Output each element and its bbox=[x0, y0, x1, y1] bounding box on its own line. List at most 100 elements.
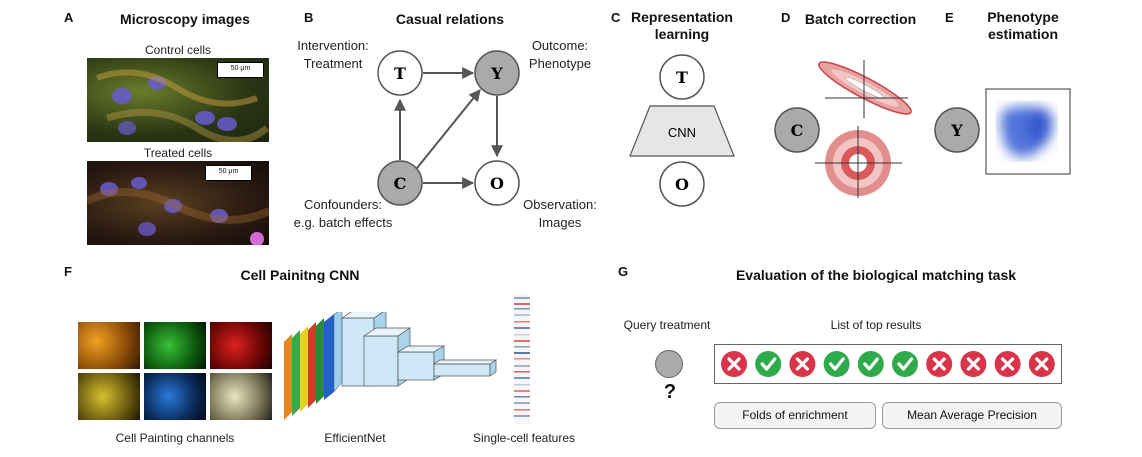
node-o-c bbox=[659, 161, 705, 207]
panel-e-title: Phenotype estimation bbox=[968, 9, 1078, 43]
cnn-block-3 bbox=[397, 351, 435, 381]
node-c-d-label: C bbox=[791, 121, 804, 140]
cell-painting-channels bbox=[78, 322, 272, 420]
panel-g-title: Evaluation of the biological matching ta… bbox=[735, 267, 1017, 283]
node-o-label: O bbox=[490, 174, 504, 193]
confounders-line-1: Confounders: bbox=[303, 197, 383, 212]
intervention-line-1: Intervention: bbox=[297, 38, 369, 53]
mean-average-precision-box: Mean Average Precision bbox=[882, 402, 1062, 429]
outcome-label: Outcome: Phenotype bbox=[510, 37, 610, 73]
panel-g-letter: G bbox=[618, 264, 629, 279]
panel-c-title-line-1: Representation bbox=[631, 9, 733, 25]
skewed-distribution bbox=[818, 61, 912, 115]
channel-red bbox=[210, 322, 272, 369]
channel-composite bbox=[210, 373, 272, 420]
panel-b-letter: B bbox=[304, 10, 314, 25]
channel-blue bbox=[144, 373, 206, 420]
folds-of-enrichment-box: Folds of enrichment bbox=[714, 402, 876, 429]
panel-c-title: Representation learning bbox=[622, 9, 742, 43]
batch-correction-diagram: C bbox=[774, 60, 912, 198]
cnn-block-1-side bbox=[333, 312, 343, 393]
mismatch-icon bbox=[721, 351, 747, 377]
results-icons bbox=[721, 351, 1055, 377]
control-cells-label: Control cells bbox=[144, 43, 212, 57]
cnn-block-2 bbox=[363, 335, 399, 387]
layer-orange bbox=[284, 334, 292, 420]
control-cells-image: 50 μm bbox=[87, 58, 269, 142]
scale-bar-control: 50 μm bbox=[217, 62, 264, 78]
node-t bbox=[377, 50, 423, 96]
phenotype-diagram: Y bbox=[934, 88, 1071, 175]
node-o bbox=[474, 160, 520, 206]
panel-e-title-line-2: estimation bbox=[987, 26, 1058, 42]
scale-bar-label: 50 μm bbox=[230, 65, 251, 72]
mismatch-icon bbox=[994, 351, 1021, 377]
intervention-line-2: Treatment bbox=[303, 56, 363, 71]
scale-bar-treated: 50 μm bbox=[205, 165, 252, 181]
mismatch-icon bbox=[1028, 351, 1055, 377]
channel-green bbox=[144, 322, 206, 369]
mismatch-icon bbox=[926, 351, 953, 377]
panel-e-title-line-1: Phenotype bbox=[987, 9, 1059, 25]
panel-c-letter: C bbox=[611, 10, 621, 25]
node-t-label: T bbox=[394, 64, 406, 83]
match-icon bbox=[857, 351, 884, 377]
panel-a-letter: A bbox=[64, 10, 74, 25]
outcome-line-1: Outcome: bbox=[531, 38, 589, 53]
top-results-label: List of top results bbox=[830, 318, 922, 332]
observation-line-1: Observation: bbox=[523, 197, 597, 212]
layer-yellow bbox=[300, 326, 308, 412]
match-icon bbox=[755, 351, 782, 377]
efficientnet-diagram bbox=[284, 312, 498, 420]
cnn-label: CNN bbox=[668, 125, 696, 140]
treated-cells-image: 50 μm bbox=[87, 161, 269, 245]
panel-e-letter: E bbox=[945, 10, 954, 25]
mismatch-icon bbox=[789, 351, 816, 377]
node-t-c-label: T bbox=[676, 68, 688, 87]
node-c-label: C bbox=[394, 174, 407, 193]
panel-d-letter: D bbox=[781, 10, 791, 25]
query-question-mark: ? bbox=[663, 381, 677, 403]
node-o-c-label: O bbox=[675, 175, 689, 194]
observation-label: Observation: Images bbox=[510, 196, 610, 232]
cnn-block-4 bbox=[433, 363, 491, 377]
node-c-d bbox=[774, 107, 820, 153]
intervention-label: Intervention: Treatment bbox=[278, 37, 388, 73]
cnn-trapezoid bbox=[629, 105, 735, 157]
outcome-line-2: Phenotype bbox=[528, 56, 592, 71]
layer-blue bbox=[324, 314, 334, 400]
layer-green bbox=[292, 330, 300, 416]
edge-c-y bbox=[416, 89, 481, 169]
mismatch-icon bbox=[960, 351, 987, 377]
panel-f-title: Cell Painitng CNN bbox=[240, 267, 360, 283]
query-treatment-label: Query treatment bbox=[623, 318, 711, 332]
scale-bar-label: 50 μm bbox=[218, 168, 239, 175]
efficientnet-label: EfficientNet bbox=[324, 431, 386, 445]
node-y-e bbox=[934, 107, 980, 153]
feature-vector bbox=[514, 294, 530, 424]
panel-a-title: Microscopy images bbox=[120, 11, 250, 27]
representation-diagram: T CNN O bbox=[629, 54, 735, 207]
channel-yellow bbox=[78, 373, 140, 420]
node-c bbox=[377, 160, 423, 206]
panel-c-title-line-2: learning bbox=[654, 26, 710, 42]
channel-orange bbox=[78, 322, 140, 369]
channels-label: Cell Painting channels bbox=[115, 431, 235, 445]
feature-stripes bbox=[514, 297, 530, 417]
node-y bbox=[474, 50, 520, 96]
causal-graph: T Y C O bbox=[377, 50, 520, 206]
query-node bbox=[655, 350, 683, 378]
confounders-label: Confounders: e.g. batch effects bbox=[278, 196, 408, 232]
panel-d-title: Batch correction bbox=[804, 11, 917, 27]
treated-cells-label: Treated cells bbox=[143, 146, 213, 160]
node-y-e-label: Y bbox=[950, 121, 963, 140]
panel-f-letter: F bbox=[64, 264, 72, 279]
confounders-line-2: e.g. batch effects bbox=[293, 215, 393, 230]
node-y-label: Y bbox=[490, 64, 503, 83]
features-label: Single-cell features bbox=[472, 431, 576, 445]
match-icon bbox=[823, 351, 850, 377]
phenotype-density bbox=[1000, 106, 1053, 157]
node-t-c bbox=[659, 54, 705, 100]
match-icon bbox=[892, 351, 918, 377]
layer-darkgreen bbox=[316, 318, 324, 404]
